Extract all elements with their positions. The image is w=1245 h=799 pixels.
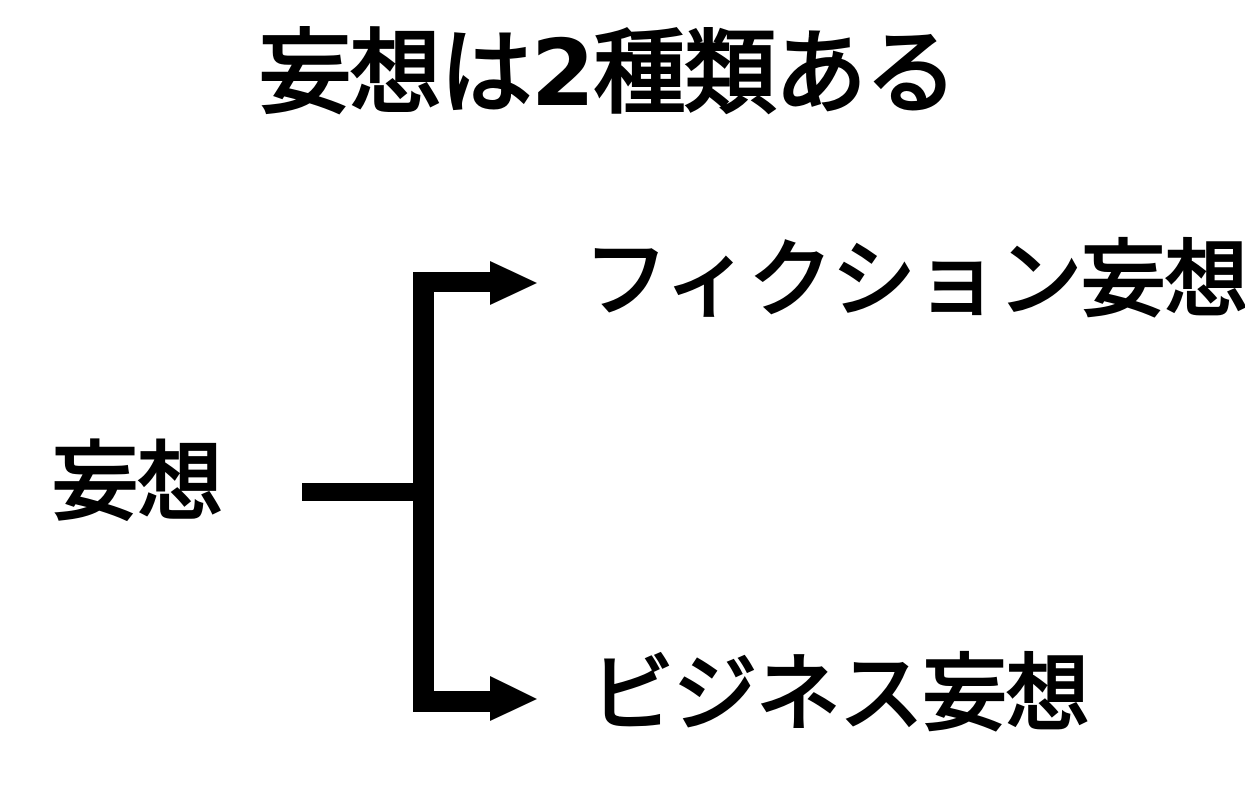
tree-root-label: 妄想 xyxy=(52,433,223,533)
connector-branch-bottom-arm xyxy=(413,691,501,712)
connector-branch-top-arm xyxy=(413,272,501,292)
connector-vertical-trunk xyxy=(413,272,434,712)
arrowhead-bottom-icon xyxy=(490,676,537,721)
arrowhead-top-icon xyxy=(490,261,537,305)
tree-branch-label-bottom: ビジネス妄想 xyxy=(590,645,1090,743)
page-title: 妄想は2種類ある xyxy=(259,20,957,127)
tree-branch-label-top: フィクション妄想 xyxy=(584,231,1245,329)
connector-root-stem xyxy=(302,483,434,501)
